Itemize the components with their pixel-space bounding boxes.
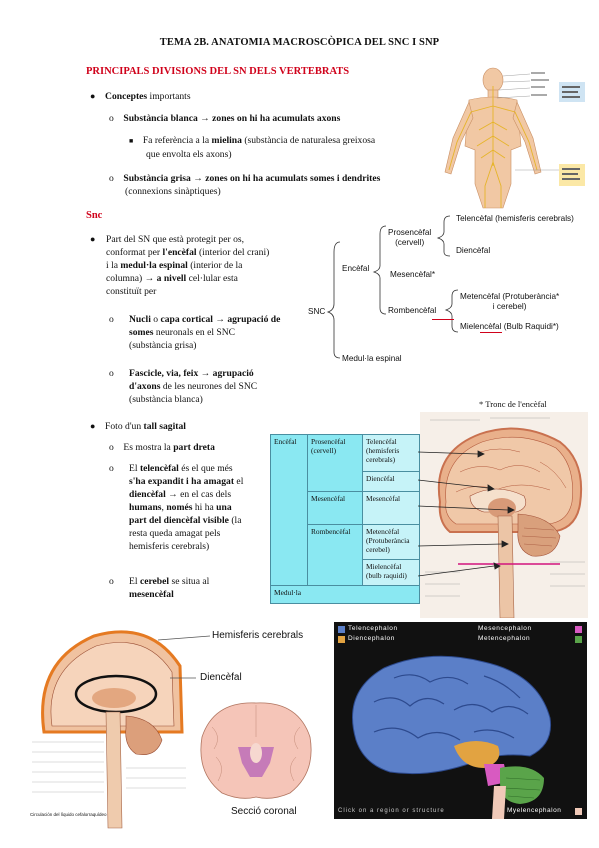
brain-regions-figure: Telencephalon Diencephalon Mesencephalon…	[334, 622, 587, 819]
spacer	[320, 720, 321, 721]
brain-regions-svg	[352, 655, 552, 819]
tree-diencefal: Diencèfal	[456, 246, 491, 255]
table-cell-mesencefal-right: Mesencèfal	[362, 491, 420, 525]
snc-paragraph: ● Part del SN que està protegit per os, …	[90, 234, 270, 297]
sub-bullet-telencefal: o El telencèfal és el que més s'ha expan…	[109, 463, 244, 552]
table-cell-telencefal: Telencèfal (hemisferis cerebrals)	[362, 434, 420, 472]
table-connector-lines	[418, 450, 515, 577]
sub-sub-bullet-mielina: ■ Fa referència a la mielina (substància…	[129, 135, 376, 160]
tree-mesencefal: Mesencèfal*	[390, 270, 436, 279]
coronal-section-figure	[192, 697, 320, 803]
sub-bullet-cerebel: o El cerebel se situa al mesencèfal	[109, 576, 210, 600]
legend-telencephalon[interactable]: Telencephalon	[348, 625, 398, 632]
sub-bullet-blanca: o Substància blanca → zones on hi ha acu…	[109, 113, 341, 124]
table-cell-metencefal-group: Metencèfal (Protuberància cerebel) Miele…	[362, 523, 420, 586]
nervous-system-figure	[431, 66, 586, 211]
legend-mesencephalon[interactable]: Mesencephalon	[478, 625, 532, 632]
red-underline-2	[480, 332, 502, 333]
legend-metencephalon[interactable]: Metencephalon	[478, 635, 531, 642]
snc-tree-braces	[326, 215, 459, 359]
label-seccio-coronal: Secció coronal	[231, 806, 297, 817]
bullet-sagital: ● Foto d'un tall sagital	[90, 421, 186, 432]
sagital-brain-figure	[420, 412, 588, 618]
tree-metencefal: Metencèfal (Protuberància*i cerebel)	[460, 292, 560, 311]
sub-bullet-nuclis: o Nucli o capa cortical → agrupació de s…	[109, 314, 281, 351]
section-heading-snc: Snc	[86, 210, 103, 221]
legend-swatch-telencephalon	[338, 626, 345, 633]
legend-swatch-diencephalon	[338, 636, 345, 643]
left-figure-caption: Circulación del líquido cefalorraquídeo	[30, 812, 107, 817]
tree-rombencefal: Rombencèfal	[388, 306, 437, 315]
page-title: TEMA 2B. ANATOMIA MACROSCÒPICA DEL SNC I…	[159, 37, 440, 48]
label-diencefal: Diencèfal	[200, 672, 242, 683]
tree-medulla: Medul·la espinal	[342, 354, 402, 363]
legend-swatch-myelencephalon	[575, 808, 582, 815]
sagital-hemispheres-figure	[30, 622, 188, 832]
table-cell-diencefal: Diencèfal	[362, 470, 420, 493]
table-cell-encefal: Encèfal	[270, 434, 308, 586]
label-leader-lines	[157, 635, 211, 679]
table-cell-prosencefal: Prosencèfal (cervell)	[307, 434, 363, 492]
division-table: Encèfal Prosencèfal (cervell) Telencèfal…	[270, 434, 420, 605]
bullet-conceptes: ● Conceptes importants	[90, 91, 191, 102]
click-instruction: Click on a region or structure	[338, 808, 445, 814]
sub-bullet-fascicle: o Fascicle, via, feix → agrupació d'axon…	[109, 368, 258, 405]
label-hemisferis: Hemisferis cerebrals	[212, 630, 304, 641]
legend-diencephalon[interactable]: Diencephalon	[348, 635, 395, 642]
red-underline-1	[432, 319, 454, 320]
tree-prosencefal: Prosencèfal(cervell)	[388, 228, 432, 247]
tree-footnote: * Tronc de l'encèfal	[479, 399, 547, 409]
table-cell-mesencefal-left: Mesencèfal	[307, 491, 363, 525]
table-cell-mielencefal: Mielencèfal (bulb raquidi)	[366, 561, 407, 580]
tree-mielencefal: Mielencèfal (Bulb Raquidi*)	[460, 322, 559, 331]
legend-swatch-mesencephalon	[575, 626, 582, 633]
table-cell-metencefal: Metencèfal (Protuberància cerebel)	[363, 525, 419, 560]
tree-telencefal: Telencèfal (hemisferis cerebrals)	[456, 214, 574, 223]
section-heading-divisions: PRINCIPALS DIVISIONS DEL SN DELS VERTEBR…	[86, 66, 350, 77]
sub-bullet-grisa: o Substància grisa → zones on hi ha acum…	[109, 173, 381, 197]
legend-swatch-metencephalon	[575, 636, 582, 643]
sub-bullet-part-dreta: o Es mostra la part dreta	[109, 442, 215, 453]
legend-myelencephalon[interactable]: Myelencephalon	[507, 807, 562, 814]
tree-snc: SNC	[308, 307, 326, 316]
table-cell-rombencefal: Rombencèfal	[307, 523, 363, 586]
tree-encefal: Encèfal	[342, 264, 370, 273]
table-cell-medulla: Medul·la	[270, 584, 420, 605]
